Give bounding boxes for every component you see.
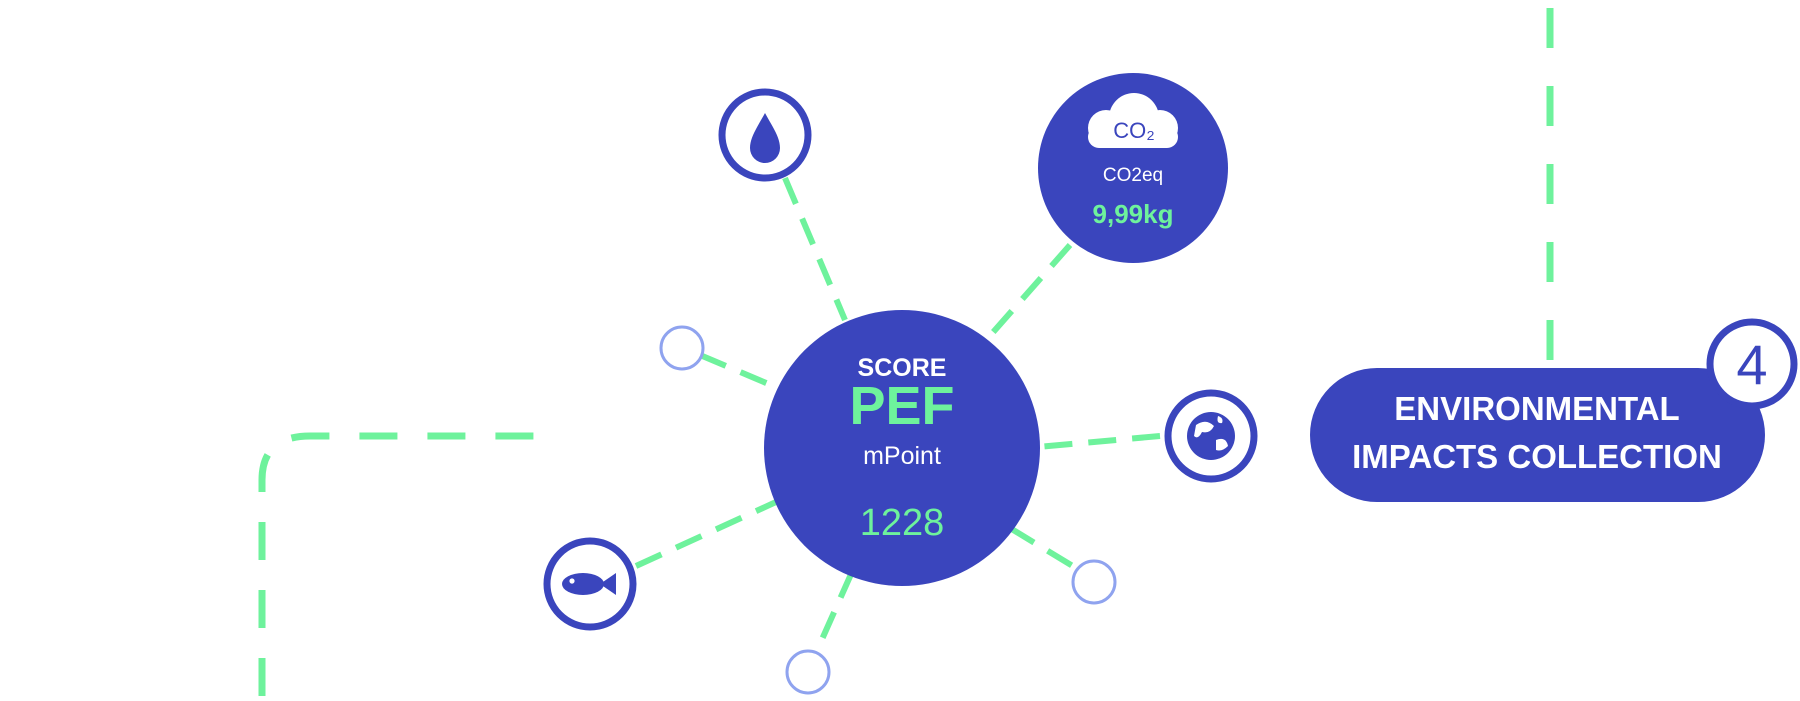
score-value: 1228 <box>860 502 945 544</box>
score-bubble: SCORE PEF mPoint 1228 <box>764 310 1040 586</box>
cloud-label: CO₂ <box>1113 118 1155 143</box>
pef-label: PEF <box>849 376 954 436</box>
cloud-icon <box>1088 93 1178 148</box>
step-number: 4 <box>1736 333 1767 396</box>
step-number-badge: 4 <box>1706 318 1798 410</box>
co2-value: 9,99kg <box>1093 199 1174 229</box>
earth-node <box>1164 389 1258 483</box>
step-title-line1: ENVIRONMENTAL <box>1394 390 1679 427</box>
fish-node <box>543 537 637 631</box>
node-left <box>659 325 705 371</box>
globe-icon <box>1187 412 1235 460</box>
co2-bubble: CO₂ CO2eq 9,99kg <box>1038 73 1228 263</box>
fish-icon <box>562 573 616 595</box>
node-bottom-right <box>1071 559 1117 605</box>
step-title-line2: IMPACTS COLLECTION <box>1352 438 1722 475</box>
node-bottom <box>785 649 831 695</box>
step-pill: ENVIRONMENTAL IMPACTS COLLECTION <box>1310 368 1765 502</box>
spoke-earth <box>1037 433 1161 450</box>
spoke-node-bottom <box>812 570 855 657</box>
score-label: SCORE <box>858 354 947 382</box>
spoke-fish <box>634 499 778 569</box>
connector-path-left <box>258 432 560 696</box>
spoke-water <box>782 176 848 322</box>
water-node <box>718 88 812 182</box>
unit-label: mPoint <box>863 442 941 470</box>
spoke-co2 <box>985 243 1073 340</box>
spoke-node-left <box>698 352 780 391</box>
spoke-node-bottom-right <box>1008 525 1078 571</box>
co2-label: CO2eq <box>1103 165 1163 186</box>
water-drop-icon <box>750 113 780 163</box>
